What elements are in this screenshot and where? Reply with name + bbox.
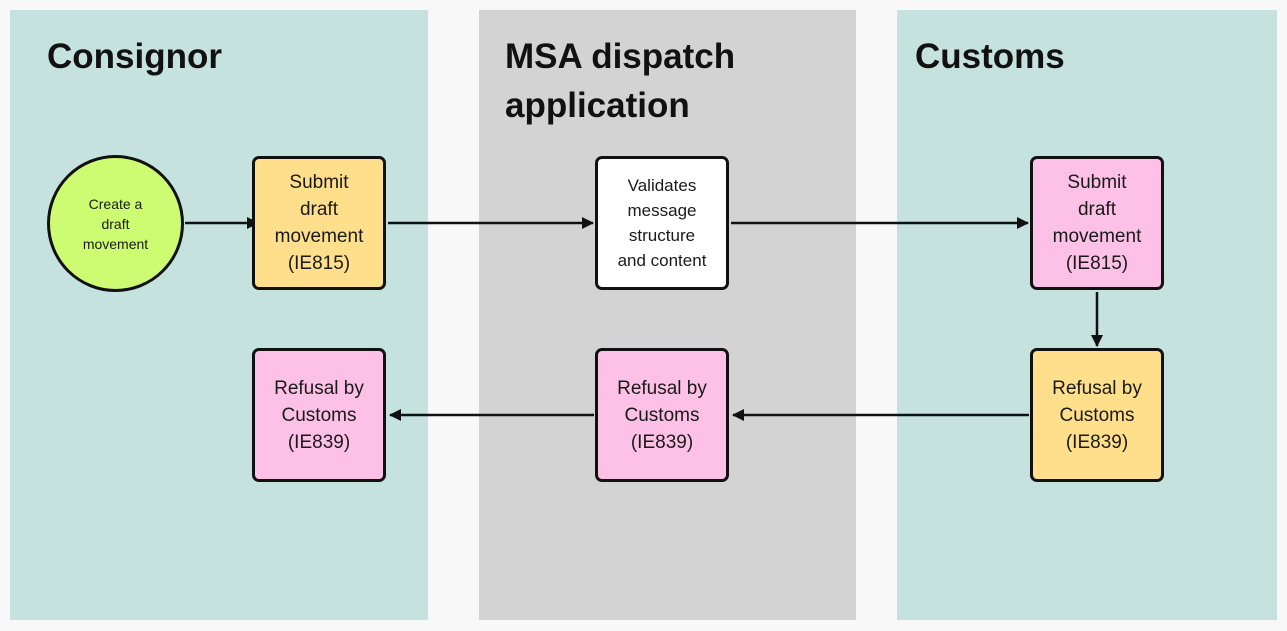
node-consignor-submit-draft: Submit draft movement (IE815): [252, 156, 386, 290]
lane-msa-dispatch-application: MSA dispatch application: [479, 10, 856, 620]
node-consignor-submit-label: Submit draft movement (IE815): [274, 172, 364, 274]
node-customs-refusal: Refusal by Customs (IE839): [1030, 348, 1164, 482]
start-node-label: Create a draft movement: [82, 195, 149, 252]
node-msa-refusal-label: Refusal by Customs (IE839): [617, 377, 707, 453]
node-consignor-refusal: Refusal by Customs (IE839): [252, 348, 386, 482]
node-validate-message: Validates message structure and content: [595, 156, 729, 290]
lane-title-consignor: Consignor: [47, 37, 222, 76]
lane-customs: Customs: [897, 10, 1277, 620]
lane-consignor: Consignor: [10, 10, 428, 620]
start-node-create-draft: Create a draft movement: [47, 155, 184, 292]
lane-title-msa: MSA dispatch application: [505, 37, 736, 125]
node-customs-refusal-label: Refusal by Customs (IE839): [1052, 377, 1142, 453]
node-validate-label: Validates message structure and content: [617, 176, 707, 270]
node-customs-submit-label: Submit draft movement (IE815): [1052, 172, 1142, 274]
node-consignor-refusal-label: Refusal by Customs (IE839): [274, 377, 364, 453]
lane-title-customs: Customs: [915, 37, 1065, 76]
node-customs-submit-draft: Submit draft movement (IE815): [1030, 156, 1164, 290]
node-msa-refusal: Refusal by Customs (IE839): [595, 348, 729, 482]
